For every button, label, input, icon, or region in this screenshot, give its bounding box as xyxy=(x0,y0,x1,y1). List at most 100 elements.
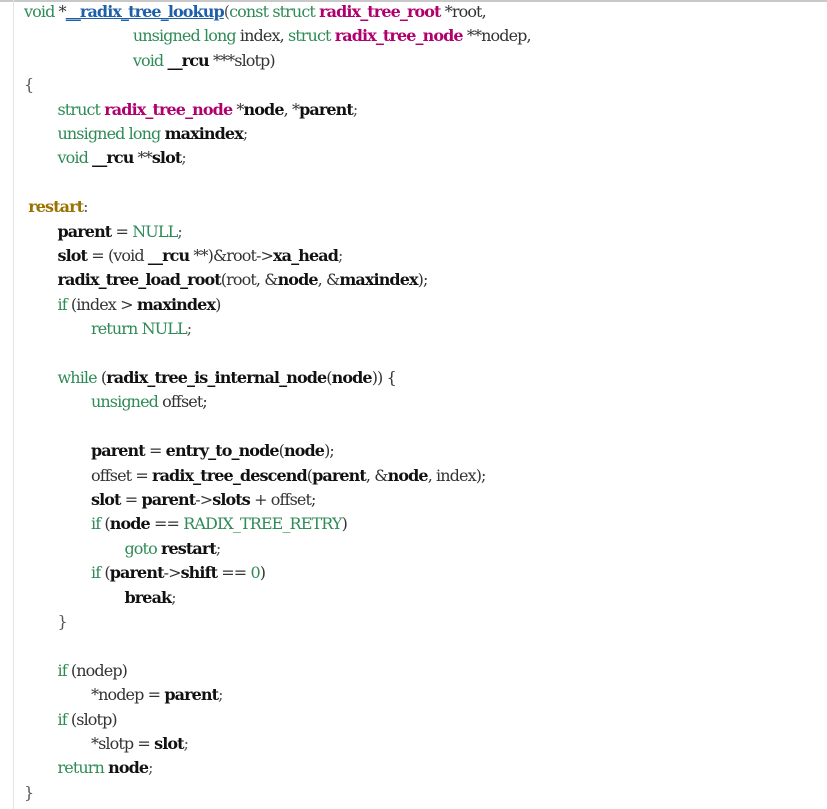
code-token: if xyxy=(57,709,68,729)
code-token: = xyxy=(120,490,142,509)
code-token: void xyxy=(132,50,168,70)
code-token: node xyxy=(283,441,325,461)
code-token: if xyxy=(90,514,101,534)
editor-left-rule xyxy=(13,0,14,809)
code-line: { xyxy=(24,73,34,97)
code-line: unsigned long index, struct radix_tree_n… xyxy=(24,24,532,48)
code-token: ***slotp) xyxy=(208,50,276,70)
code-token: return xyxy=(57,758,109,778)
code-token: -> xyxy=(195,490,213,509)
code-token: void xyxy=(57,148,93,168)
code-token: offset = xyxy=(24,465,153,485)
code-token: ; xyxy=(242,124,248,143)
code-token: ( xyxy=(326,368,332,387)
code-line: parent = NULL; xyxy=(24,220,183,244)
code-token: offset; xyxy=(157,392,208,412)
code-token xyxy=(24,368,58,387)
code-token: ) xyxy=(341,514,348,534)
code-token: * xyxy=(54,2,67,21)
code-line: restart: xyxy=(24,195,88,219)
code-token: NULL xyxy=(141,319,188,339)
code-token: maxindex xyxy=(136,294,216,314)
code-token: ; xyxy=(183,734,189,753)
code-token xyxy=(24,612,58,631)
code-token: maxindex xyxy=(339,270,418,290)
code-token xyxy=(24,148,58,167)
code-token: (root, & xyxy=(220,270,279,290)
code-token: + offset; xyxy=(249,490,316,509)
code-token: (index > xyxy=(66,294,137,314)
code-line: void __rcu ***slotp) xyxy=(24,49,276,73)
code-token: ; xyxy=(186,319,192,339)
code-token: struct xyxy=(57,99,105,119)
code-line: *nodep = parent; xyxy=(24,683,223,707)
code-token: shift xyxy=(180,563,218,583)
code-token: , & xyxy=(365,465,389,485)
code-token: ) xyxy=(215,294,221,314)
code-token: = (void xyxy=(87,246,148,265)
code-token xyxy=(24,222,58,241)
code-line: unsigned long maxindex; xyxy=(24,122,249,146)
code-token: ; xyxy=(177,221,182,241)
code-line: return node; xyxy=(24,756,154,780)
code-token: *root, xyxy=(440,2,487,21)
code-token xyxy=(24,441,91,460)
code-token xyxy=(24,392,91,411)
code-token: { xyxy=(24,75,34,95)
code-token xyxy=(24,295,58,314)
code-token: = xyxy=(144,441,166,461)
code-token: ( xyxy=(96,368,107,387)
code-token: , & xyxy=(317,270,341,290)
code-token: ); xyxy=(324,441,335,461)
code-token xyxy=(24,100,58,119)
code-token: const struct xyxy=(229,2,320,21)
code-token: ( xyxy=(306,465,313,485)
code-token: parent xyxy=(90,441,146,461)
code-token: * xyxy=(232,99,244,119)
code-token: slot xyxy=(57,246,88,265)
code-token: unsigned xyxy=(90,392,159,412)
code-token: slot xyxy=(90,490,121,509)
code-token: node xyxy=(243,99,285,119)
code-token xyxy=(24,270,58,289)
code-token: (nodep) xyxy=(66,660,128,680)
code-token: restart xyxy=(161,538,217,558)
code-token: node xyxy=(108,758,149,778)
code-token: __radix_tree_lookup xyxy=(65,2,225,21)
code-token: ( xyxy=(100,514,110,534)
code-token: __rcu xyxy=(167,50,209,70)
code-token: radix_tree_load_root xyxy=(57,270,222,290)
code-token: restart xyxy=(28,197,84,217)
code-token: )) { xyxy=(371,368,397,387)
code-line: void __rcu **slot; xyxy=(24,146,187,170)
code-token: radix_tree_node xyxy=(104,99,233,119)
code-line: } xyxy=(24,781,34,805)
code-token: struct xyxy=(287,26,335,46)
code-token: radix_tree_descend xyxy=(152,465,308,485)
code-line: *slotp = slot; xyxy=(24,732,189,756)
code-token: ); xyxy=(417,270,429,290)
code-token xyxy=(24,26,133,45)
code-token: parent xyxy=(312,465,367,485)
code-token: ) xyxy=(259,563,266,583)
code-token: parent xyxy=(299,99,354,119)
code-line: if (slotp) xyxy=(24,708,118,732)
code-token: } xyxy=(57,612,68,631)
code-token: unsigned long xyxy=(132,26,237,46)
code-line: break; xyxy=(24,586,176,610)
code-token: = xyxy=(111,221,133,241)
code-line: slot = parent->slots + offset; xyxy=(24,488,316,512)
code-token: parent xyxy=(164,685,219,705)
code-token xyxy=(24,563,91,582)
code-token: node xyxy=(331,368,373,387)
code-token xyxy=(24,490,91,509)
code-line: slot = (void __rcu **)&root->xa_head; xyxy=(24,244,344,268)
code-line: offset = radix_tree_descend(parent, &nod… xyxy=(24,464,486,488)
code-token: slots xyxy=(212,490,251,509)
code-token: __rcu xyxy=(92,148,134,168)
code-line: if (index > maxindex) xyxy=(24,293,222,317)
code-token xyxy=(24,588,124,607)
code-token: parent xyxy=(57,221,113,241)
code-token: parent xyxy=(141,490,196,509)
